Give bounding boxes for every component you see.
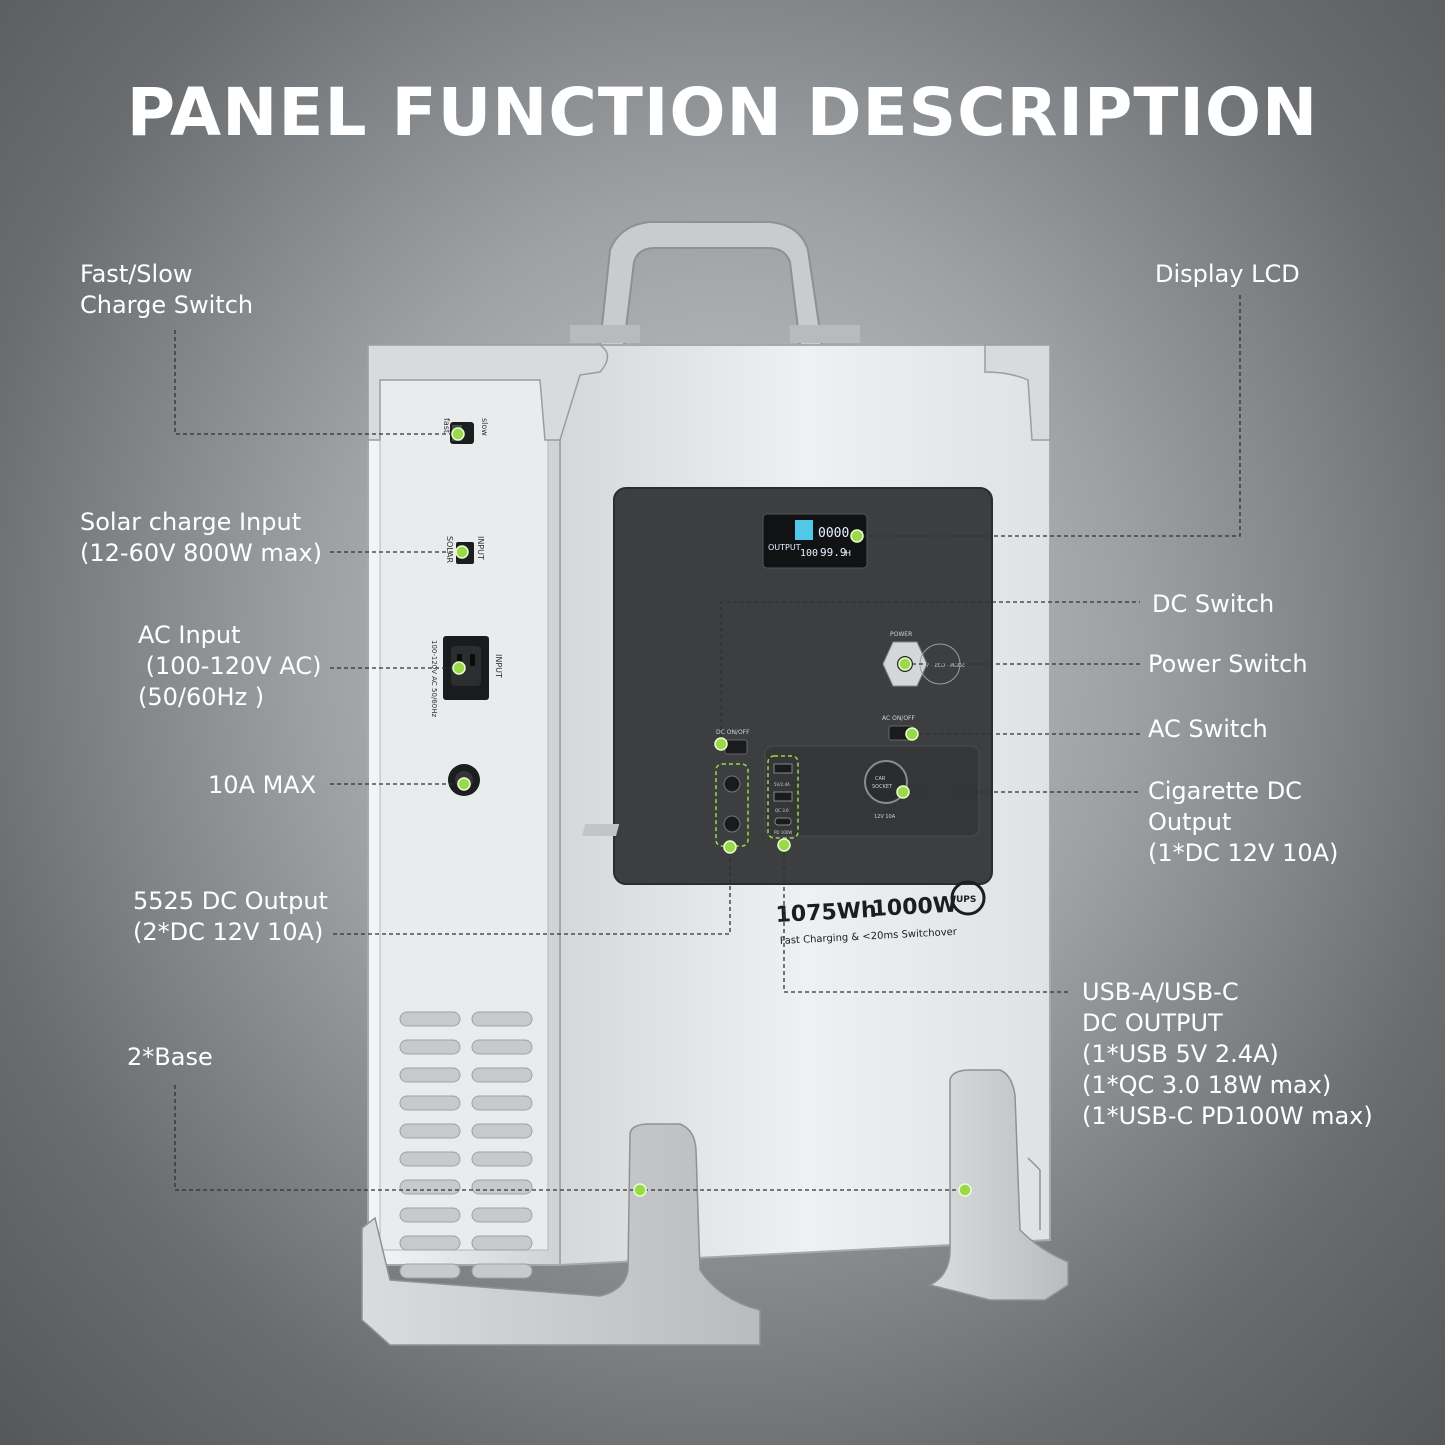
ac-input-port[interactable] <box>443 636 489 700</box>
side-solar-text: SOLAR <box>445 536 454 563</box>
dc5525-ports[interactable] <box>715 763 749 847</box>
lcd-hours-unit: H <box>845 549 851 558</box>
car-socket-spec: 12V 10A <box>874 814 896 820</box>
side-solar-input-text: INPUT <box>476 536 485 560</box>
label-dc-switch: DC Switch <box>1152 590 1275 618</box>
side-ac-input-text: INPUT <box>494 654 503 678</box>
callout-dots <box>451 427 972 1197</box>
base-back <box>927 1069 1069 1301</box>
label-power-switch: Power Switch <box>1148 650 1308 678</box>
car-socket-label-2: SOCKET <box>872 784 893 790</box>
lcd-percent: 100 <box>800 548 818 559</box>
ac-onoff-label: AC ON/OFF <box>882 715 916 722</box>
power-rating-text: 1000W <box>871 893 958 922</box>
base-front <box>361 1123 761 1346</box>
label-5525-dc-output: 5525 DC Output (2*DC 12V 10A) <box>133 887 328 946</box>
label-solar-input: Solar charge Input (12-60V 800W max) <box>80 508 322 567</box>
label-10a-max: 10A MAX <box>208 771 317 799</box>
side-panel <box>367 344 561 1266</box>
dc-switch[interactable] <box>724 739 748 755</box>
side-vents <box>399 1011 533 1279</box>
side-ac-spec-text: 100-120V AC 50/60Hz <box>430 640 438 717</box>
label-display-lcd: Display LCD <box>1155 260 1300 288</box>
page-title: PANEL FUNCTION DESCRIPTION <box>126 74 1319 151</box>
ups-badge <box>950 880 986 916</box>
usb-a-spec: 5V/2.4A <box>774 782 790 787</box>
power-modes-text: OFF · ECO · MODE <box>920 663 965 669</box>
usbc-spec: PD 100W <box>774 830 792 835</box>
qc-spec: QC 3.0 <box>775 808 789 813</box>
label-base: 2*Base <box>127 1043 213 1071</box>
leader-lines <box>174 295 1241 1191</box>
ups-text: UPS <box>956 895 976 905</box>
side-fast-text: fast <box>442 418 451 433</box>
lcd-output-label: OUTPUT <box>768 543 801 552</box>
label-cigarette-output: Cigarette DC Output (1*DC 12V 10A) <box>1148 777 1339 867</box>
display-lcd <box>762 513 868 569</box>
power-label: POWER <box>890 631 912 638</box>
label-ac-input: AC Input (100-120V AC) (50/60Hz ) <box>138 621 322 711</box>
carry-handle <box>570 221 860 346</box>
usb-ports[interactable] <box>581 755 799 839</box>
lcd-watts: 0000 <box>818 526 849 541</box>
label-ac-switch: AC Switch <box>1148 715 1268 743</box>
side-slow-text: slow <box>480 418 489 436</box>
lcd-hours: 99.9 <box>820 546 847 559</box>
car-socket-label: CAR <box>875 776 886 782</box>
label-usb-output: USB-A/USB-C DC OUTPUT (1*USB 5V 2.4A) (1… <box>1082 978 1373 1130</box>
dc-onoff-label: DC ON/OFF <box>716 729 750 736</box>
capacity-text: 1075Wh <box>775 898 877 928</box>
label-fast-slow-switch: Fast/Slow Charge Switch <box>80 260 254 319</box>
